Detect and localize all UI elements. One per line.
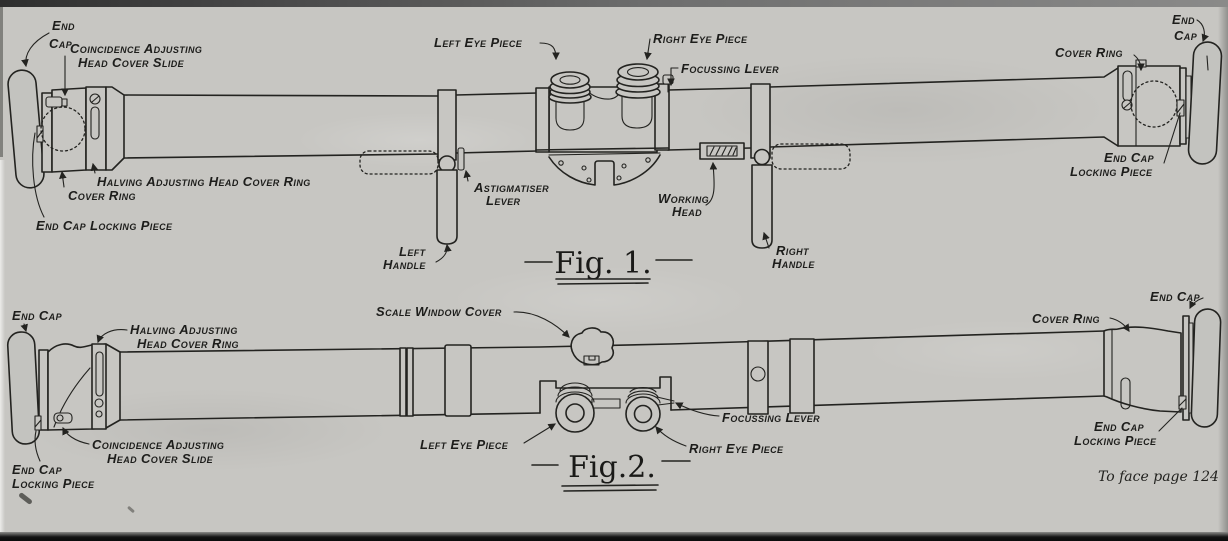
fig2-label-halving-line2: Head Cover Ring	[137, 336, 239, 351]
fig1-label-cover-ring-left: Cover Ring	[68, 188, 136, 203]
fig2-label-end-cap-left: End Cap	[12, 308, 63, 323]
fig2-right-eye-piece	[625, 387, 661, 432]
fig1-end-cap-right	[1187, 41, 1223, 165]
fig1-label-coincidence-line2: Head Cover Slide	[78, 55, 185, 70]
fig1-coincidence-slide	[45, 96, 68, 108]
fig2-label-focussing-lever: Focussing Lever	[722, 410, 820, 425]
fig2-leader-lines	[20, 297, 1204, 462]
fig1-right-eye-piece	[615, 63, 661, 99]
fig1-label-left-eye-piece: Left Eye Piece	[434, 35, 523, 50]
fig2-left-eye-piece	[555, 382, 595, 433]
fig1-label-end-cap-right-line1: End	[1172, 12, 1195, 27]
fig1-drawing: End Cap Coincidence Adjusting Head Cover…	[7, 12, 1223, 285]
fig1-label-left-handle-line2: Handle	[383, 257, 426, 272]
fig1-end-cap-locking-piece-right	[1176, 99, 1185, 117]
fig1-label-cover-ring-right: Cover Ring	[1055, 45, 1123, 60]
fig2-right-head-block	[1103, 326, 1182, 413]
fig1-label-working-head-line1: Working	[658, 191, 709, 206]
fig1-labels: End Cap Coincidence Adjusting Head Cover…	[36, 12, 1198, 272]
fig2-label-end-cap-locking-left-line1: End Cap	[12, 462, 63, 477]
fig2-caption: Fig.2.	[568, 450, 656, 485]
fig2-halving-ring	[91, 343, 107, 430]
fig2-label-coincidence-line1: Coincidence Adjusting	[92, 437, 224, 452]
fig1-left-handle-assembly	[359, 89, 465, 245]
fig1-label-halving-ring: Halving Adjusting Head Cover Ring	[97, 174, 311, 189]
fig1-label-focussing-lever: Focussing Lever	[681, 61, 779, 76]
fig2-cover-ring-right	[1120, 377, 1131, 410]
fig1-label-right-eye-piece: Right Eye Piece	[653, 31, 748, 46]
fig2-label-coincidence-line2: Head Cover Slide	[107, 451, 214, 466]
fig1-working-head	[699, 142, 745, 160]
fig2-tube-rings-left	[399, 344, 472, 417]
scan-edge-right	[1218, 7, 1228, 532]
fig2-label-left-eye-piece: Left Eye Piece	[420, 437, 509, 452]
fig2-eyepiece-bridge	[591, 398, 621, 409]
fig2-scale-window-cover	[570, 327, 615, 366]
fig1-tube	[123, 67, 1119, 159]
fig2-right-end-assembly	[1103, 308, 1222, 428]
fig2-label-cover-ring-right: Cover Ring	[1032, 311, 1100, 326]
fig1-housing-left-flange	[535, 87, 550, 153]
fig1-label-end-cap-left-line2: Cap	[49, 36, 73, 51]
fig2-label-end-cap-locking-left-line2: Locking Piece	[12, 476, 95, 491]
fig1-label-coincidence-line1: Coincidence Adjusting	[70, 41, 202, 56]
fig2-caption-group: Fig.2.	[531, 450, 691, 492]
fig2-coincidence-slide	[53, 412, 73, 424]
fig1-left-end-assembly	[7, 69, 125, 189]
fig1-label-end-cap-locking-right-line2: Locking Piece	[1070, 164, 1153, 179]
fig1-leader-lines	[21, 19, 1209, 263]
fig1-label-end-cap-right-line2: Cap	[1174, 28, 1198, 43]
fig2-label-end-cap-right: End Cap	[1150, 289, 1201, 304]
fig1-housing-right-flange	[654, 83, 670, 151]
fig1-left-handle	[436, 169, 458, 245]
scan-edge-left-dark	[0, 7, 3, 157]
fig1-astigmatiser-lever	[457, 147, 465, 171]
fig2-label-scale-window-cover: Scale Window Cover	[376, 304, 502, 319]
fig1-right-handle	[751, 164, 773, 249]
fig2-labels: End Cap Halving Adjusting Head Cover Rin…	[12, 289, 1201, 491]
fig1-label-end-cap-locking-left: End Cap Locking Piece	[36, 218, 173, 233]
plate-footnote: To face page 124	[1098, 469, 1219, 485]
fig1-caption-group: Fig. 1.	[524, 246, 693, 285]
fig2-label-end-cap-locking-right-line1: End Cap	[1094, 419, 1145, 434]
fig2-label-halving-line1: Halving Adjusting	[130, 322, 238, 337]
fig1-left-handle-folded-outline	[359, 150, 439, 175]
fig2-central-section	[555, 327, 675, 433]
fig1-central-housing	[535, 63, 674, 186]
fig1-label-end-cap-locking-right-line1: End Cap	[1104, 150, 1155, 165]
fig1-end-cap-locking-piece-left	[36, 125, 44, 143]
fig1-label-end-cap-left-line1: End	[52, 18, 75, 33]
fig2-drawing: End Cap Halving Adjusting Head Cover Rin…	[6, 289, 1222, 492]
fig2-end-cap-locking-piece-left	[34, 415, 42, 431]
scan-edge-top	[0, 0, 1228, 7]
fig1-left-handle-collar	[437, 89, 457, 161]
fig1-right-handle-collar	[750, 83, 771, 159]
fig2-end-cap-locking-piece-right	[1178, 395, 1187, 410]
fig1-right-handle-assembly	[750, 83, 851, 249]
fig1-label-working-head-line2: Head	[672, 204, 702, 219]
fig1-label-left-handle-line1: Left	[399, 244, 427, 259]
fig1-label-right-handle-line1: Right	[776, 243, 810, 258]
fig1-dotted-prism-circle-left	[40, 106, 86, 152]
fig1-label-astigmatiser-line2: Lever	[486, 193, 521, 208]
fig2-left-end-assembly	[6, 331, 121, 445]
fig1-right-handle-folded-outline	[771, 143, 851, 170]
fig2-focussing-lever	[656, 396, 675, 406]
fig1-mounting-bracket	[548, 154, 661, 186]
fig1-label-right-handle-line2: Handle	[772, 256, 815, 271]
fig2-label-end-cap-locking-right-line2: Locking Piece	[1074, 433, 1157, 448]
fig2-end-cap-right	[1190, 308, 1222, 428]
fig1-caption: Fig. 1.	[554, 246, 651, 281]
scan-edge-bottom	[0, 532, 1228, 541]
fig1-right-handle-pivot	[753, 148, 771, 166]
fig1-left-eye-piece	[548, 71, 592, 104]
fig2-label-right-eye-piece: Right Eye Piece	[689, 441, 784, 456]
scan-edge-left-light	[0, 160, 5, 532]
fig2-tube-rings-right	[747, 338, 815, 415]
fig1-label-astigmatiser-line1: Astigmatiser	[473, 180, 549, 195]
fig1-right-end-assembly	[1117, 41, 1223, 165]
